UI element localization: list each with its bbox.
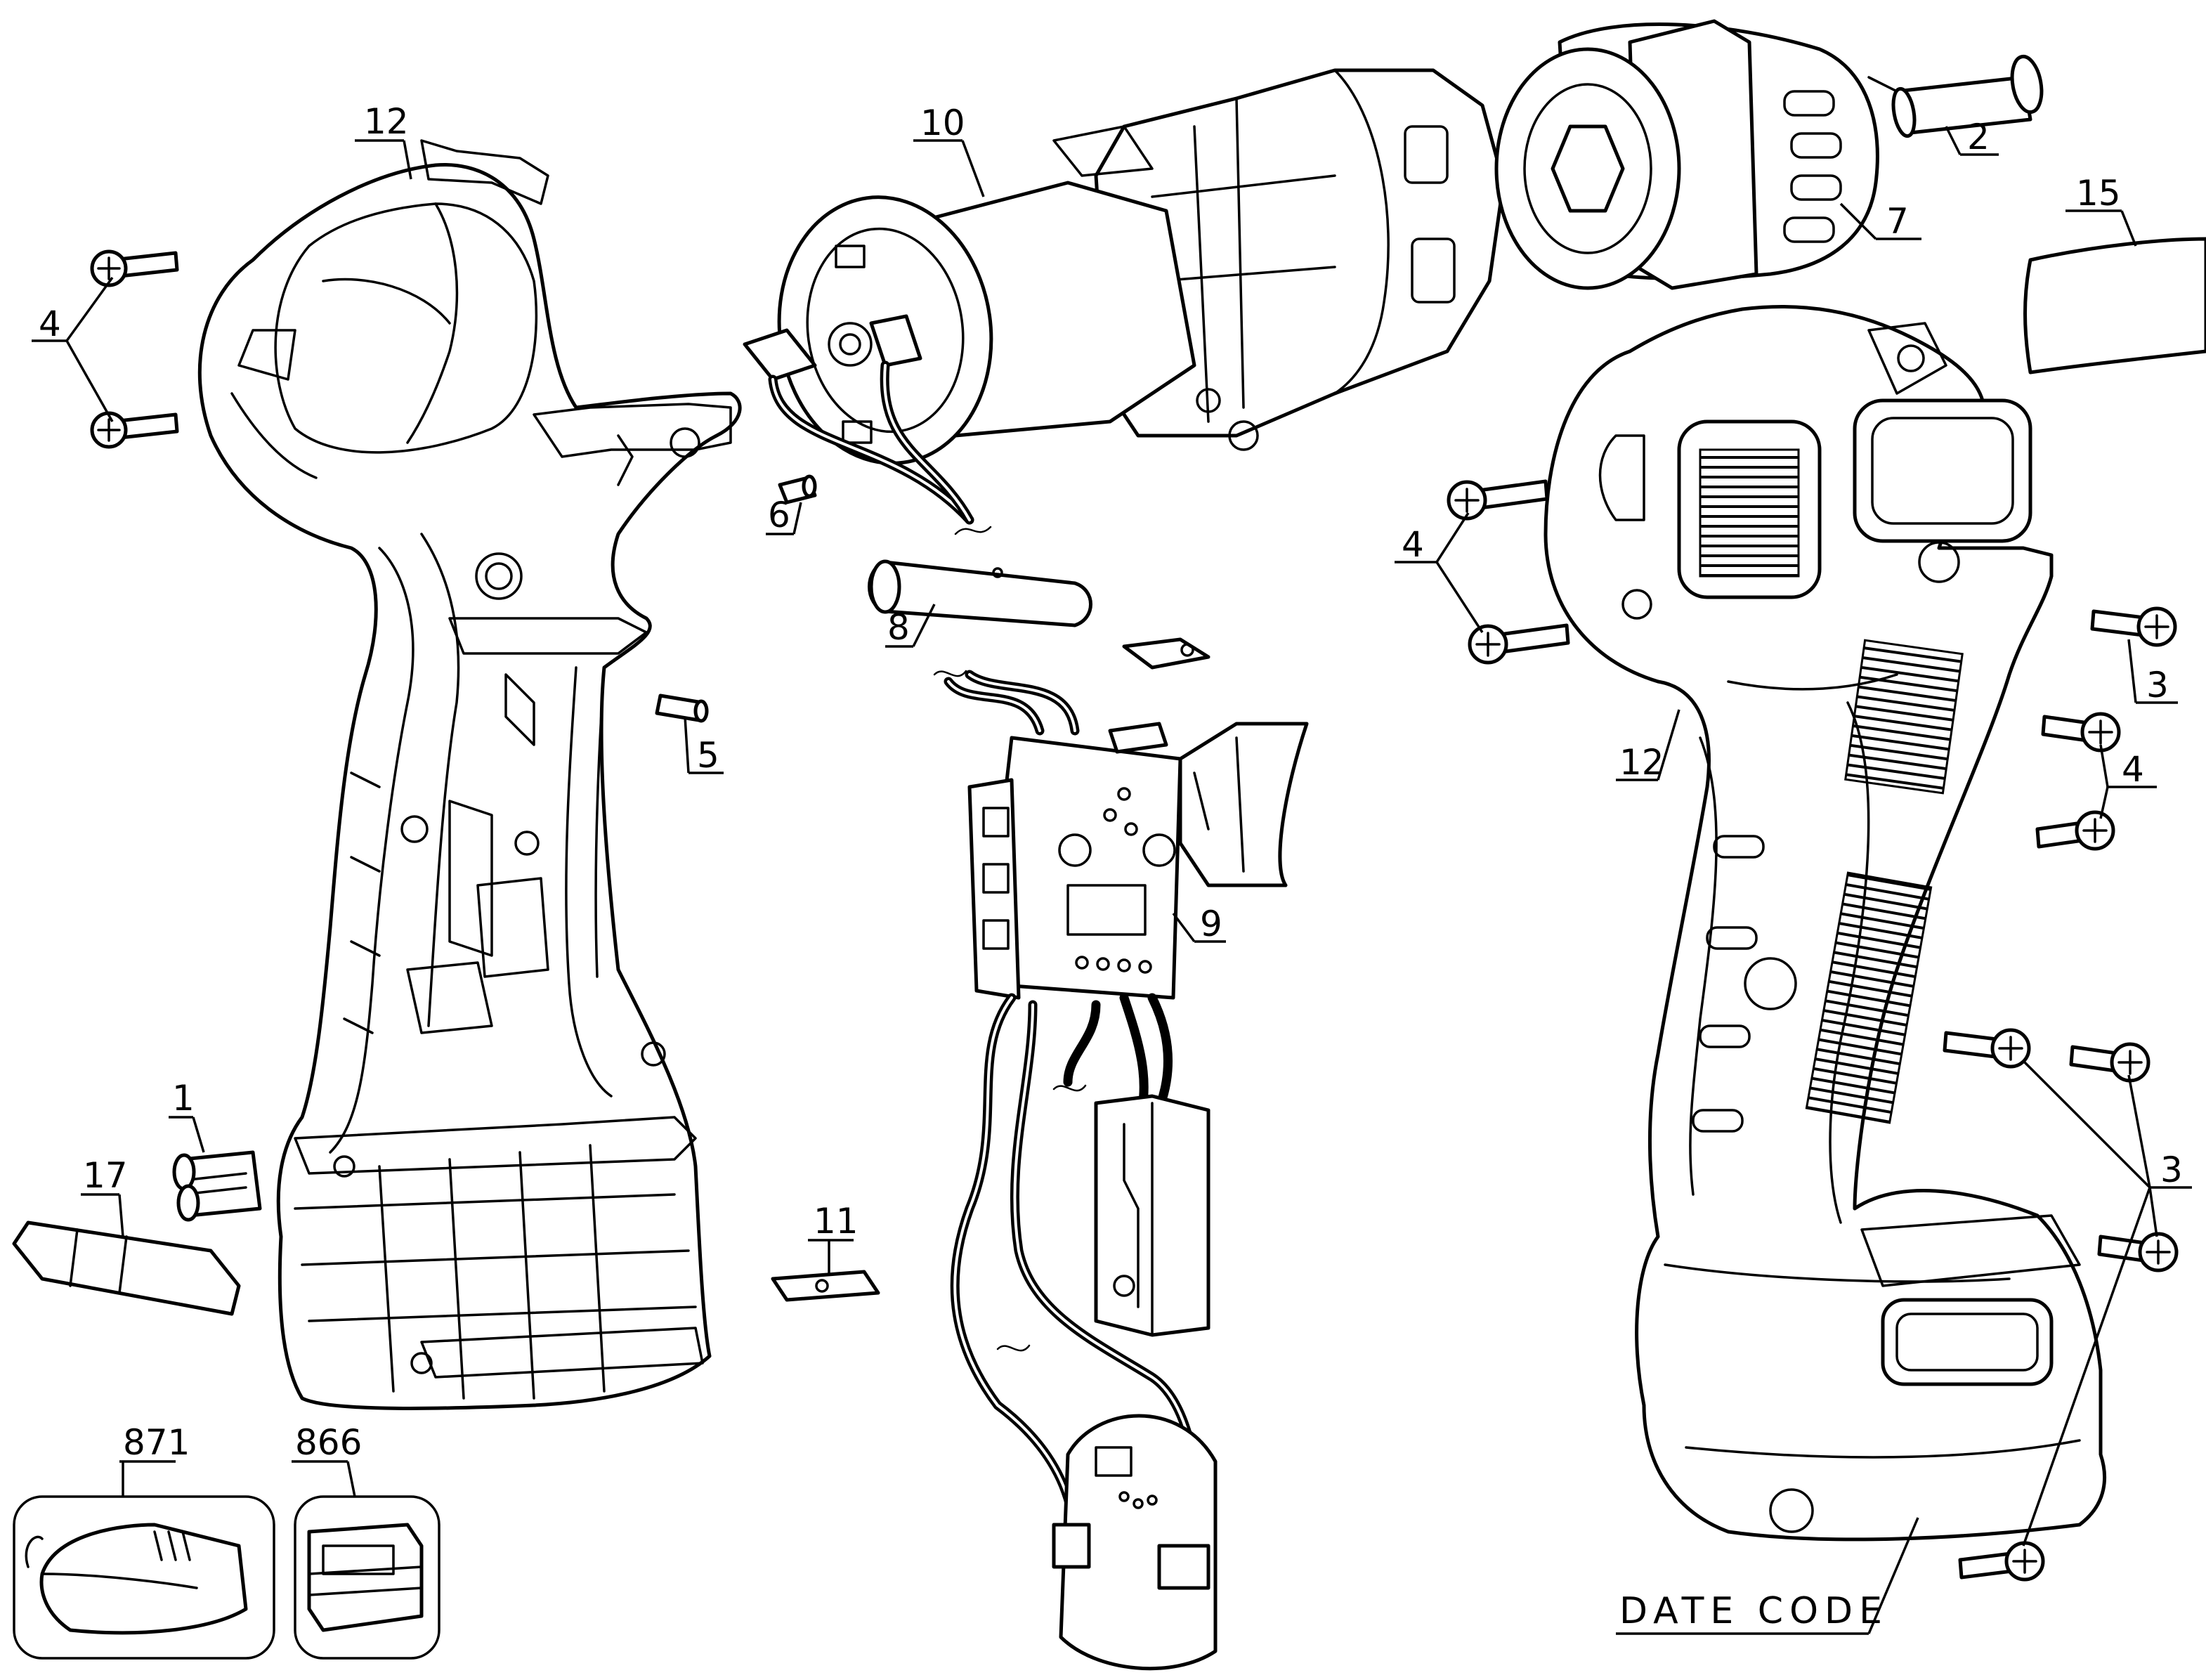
callout-7: 7: [1886, 201, 1909, 242]
motor-and-gearbox: [743, 68, 1506, 535]
callout-871: 871: [123, 1422, 190, 1463]
pin-part-5: [655, 694, 709, 723]
bracket-part-11: [771, 1270, 880, 1302]
belt-clip-part-1: [172, 1150, 262, 1222]
right-housing-assembled: [1543, 304, 2107, 1542]
callout-11: 11: [814, 1201, 859, 1242]
callout-4-right-middle: 4: [2122, 749, 2144, 790]
callout-15: 15: [2076, 173, 2121, 214]
magnet-part-8: [868, 559, 1092, 627]
callout-3-right-upper: 3: [2146, 665, 2169, 705]
leader-lines: [32, 126, 2192, 1635]
battery-866-box: [294, 1495, 440, 1660]
charger-871-box: [13, 1495, 275, 1660]
chuck-screw: [1891, 54, 2044, 138]
date-code-label: DATE CODE: [1619, 1590, 1888, 1632]
callout-1: 1: [172, 1078, 195, 1119]
driver-bit-part-17: [12, 1220, 241, 1316]
callout-2: 2: [1967, 117, 1990, 157]
callout-12-top: 12: [364, 101, 409, 142]
callout-9: 9: [1200, 904, 1222, 944]
battery-terminal-board: [1052, 1414, 1218, 1671]
label-plate: [2023, 237, 2206, 375]
callout-6: 6: [768, 495, 790, 535]
callout-3-right-lower: 3: [2160, 1150, 2183, 1190]
callout-8: 8: [887, 607, 910, 648]
battery-contact-block: [1094, 1094, 1210, 1337]
callout-17: 17: [83, 1155, 128, 1196]
switch-assembly: [933, 670, 1309, 1000]
keyless-chuck: [1494, 19, 1905, 290]
callout-4-left: 4: [39, 304, 61, 344]
callout-4-right-upper: 4: [1402, 524, 1424, 565]
screws: [90, 249, 2179, 1582]
callout-866: 866: [295, 1422, 362, 1463]
pin-part-6: [778, 474, 817, 504]
left-housing-half: [197, 139, 742, 1410]
callout-5: 5: [697, 735, 719, 776]
callout-10: 10: [920, 103, 965, 143]
small-bracket: [1122, 637, 1210, 670]
callout-12-right: 12: [1619, 742, 1664, 783]
callout-labels: 12 4 10 6 8 5 9 2 7 15 4 3 4 12 3 1 17 1…: [39, 101, 2183, 1632]
